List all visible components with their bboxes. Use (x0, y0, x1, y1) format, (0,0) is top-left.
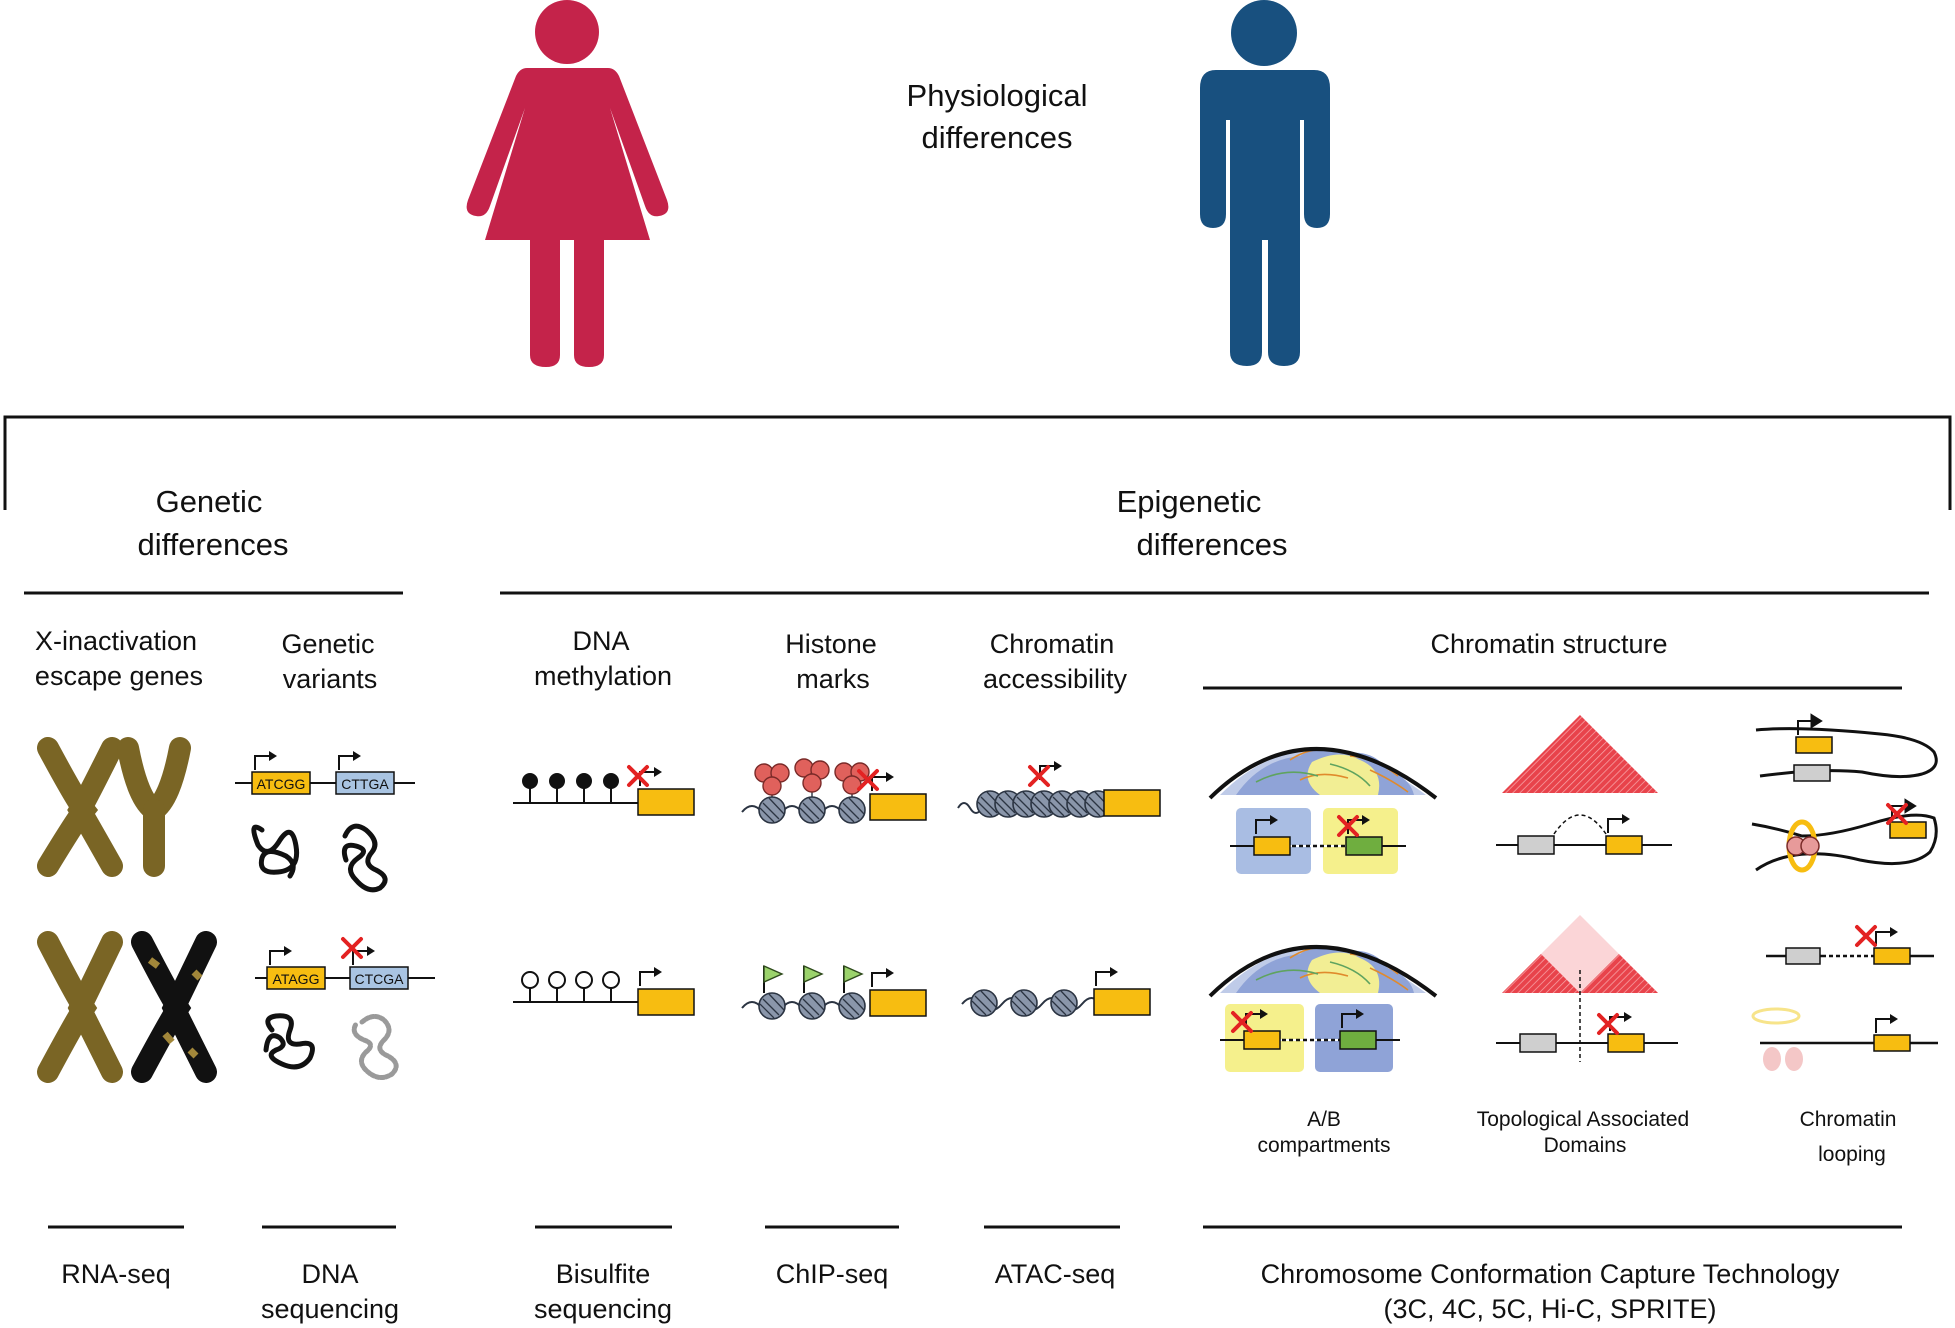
variant-bottom-diagram: ATAGG CTCGA (255, 937, 435, 990)
variant-top-diagram: ATCGG CTTGA (235, 750, 415, 795)
closed-chromatin-diagram (957, 760, 1161, 818)
xinact-title: X-inactivation (35, 626, 197, 656)
seq-top-right: CTTGA (341, 776, 389, 792)
loop-label: Chromatin (1800, 1108, 1897, 1131)
access-title-2: accessibility (983, 664, 1128, 694)
ab-label: A/B (1307, 1108, 1341, 1131)
tad-bottom-diagram (1496, 915, 1678, 1062)
methylated-diagram (513, 765, 695, 816)
loop-label-2: looping (1818, 1143, 1886, 1166)
epigenetic-group-title: Epigenetic (1117, 484, 1262, 519)
tad-label: Topological Associated (1477, 1108, 1689, 1131)
genetic-group-title-2: differences (137, 527, 288, 562)
dna-coil-icon (251, 823, 388, 893)
ab-label-2: compartments (1257, 1134, 1390, 1157)
histone-title: Histone (785, 629, 877, 659)
nucleus-bottom-icon (1208, 945, 1438, 998)
male-figure-icon (1200, 0, 1330, 366)
compartment-bottom-diagram (1220, 1004, 1400, 1072)
physiological-label-2: differences (921, 120, 1072, 155)
variants-title: Genetic (281, 629, 374, 659)
method-bisulfite: Bisulfite (556, 1259, 651, 1289)
seq-bottom-right: CTCGA (355, 971, 405, 987)
access-title: Chromatin (990, 629, 1115, 659)
loop-bottom-cohesin-diagram (1751, 799, 1938, 873)
method-ccc-2: (3C, 4C, 5C, Hi-C, SPRITE) (1383, 1294, 1716, 1324)
xx-chromosomes-icon (37, 931, 217, 1083)
xy-chromosomes-icon (37, 737, 191, 877)
compartment-top-diagram (1230, 808, 1406, 874)
histone-active-diagram (741, 964, 927, 1020)
structure-title: Chromatin structure (1430, 629, 1667, 659)
dna-coil-condensed-icon (263, 1013, 399, 1080)
dnameth-title-2: methylation (534, 661, 672, 691)
main-bracket (3, 415, 1952, 510)
histone-title-2: marks (796, 664, 870, 694)
method-atacseq: ATAC-seq (995, 1259, 1116, 1289)
loop-unbound-diagram (1751, 1007, 1938, 1071)
method-rnaseq: RNA-seq (61, 1259, 171, 1289)
method-chipseq: ChIP-seq (776, 1259, 889, 1289)
loop-broken-diagram (1766, 925, 1934, 965)
tad-top-diagram (1496, 715, 1672, 855)
epigenetic-group-title-2: differences (1136, 527, 1287, 562)
method-dnaseq-2: sequencing (261, 1294, 399, 1324)
histone-repressive-diagram (741, 758, 927, 824)
method-bisulfite-2: sequencing (534, 1294, 672, 1324)
nucleus-top-icon (1208, 747, 1438, 800)
dnameth-title: DNA (572, 626, 629, 656)
variants-title-2: variants (283, 664, 378, 694)
open-chromatin-diagram (961, 966, 1151, 1017)
unmethylated-diagram (513, 966, 695, 1016)
xinact-title-2: escape genes (35, 661, 203, 691)
method-ccc: Chromosome Conformation Capture Technolo… (1261, 1259, 1840, 1289)
loop-top-diagram (1755, 714, 1938, 782)
female-figure-icon (466, 0, 669, 367)
seq-top-left: ATCGG (257, 776, 306, 792)
genetic-group-title: Genetic (156, 484, 263, 519)
seq-bottom-left: ATAGG (273, 971, 320, 987)
tad-label-2: Domains (1544, 1134, 1627, 1157)
method-dnaseq: DNA (301, 1259, 358, 1289)
physiological-label: Physiological (907, 78, 1088, 113)
